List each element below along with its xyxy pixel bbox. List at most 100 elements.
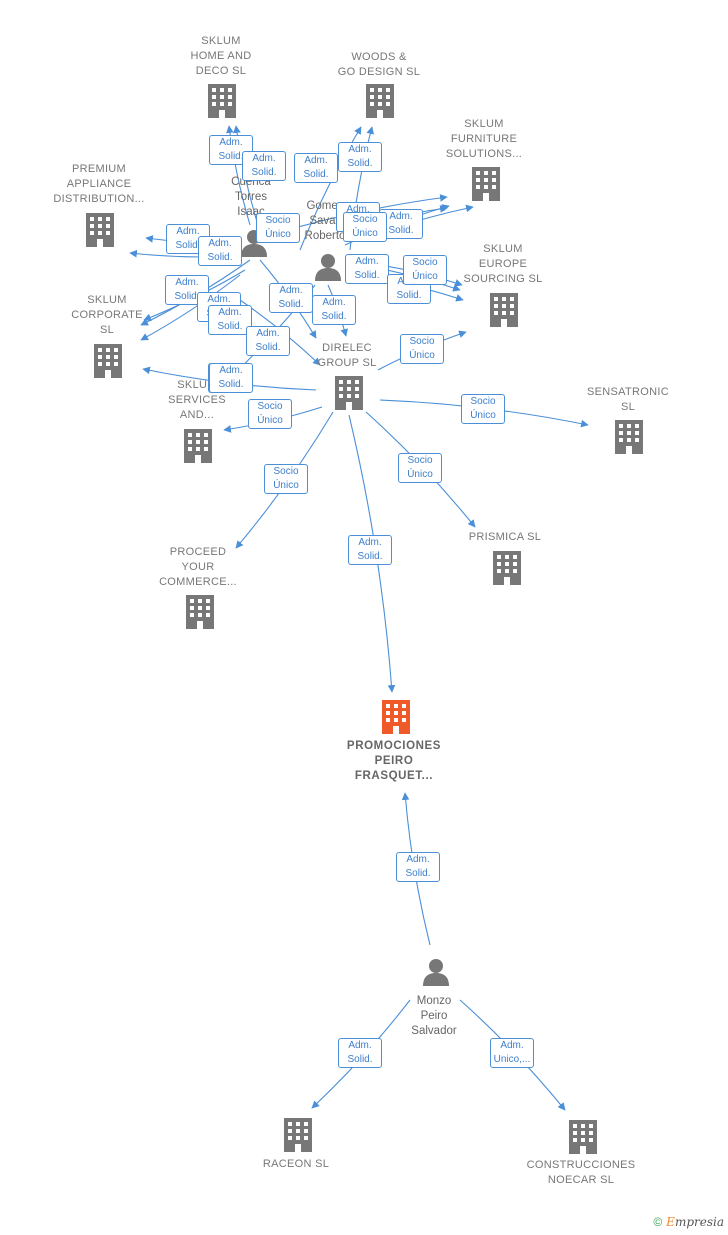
edge-badge-gomez-woods-b[interactable]: Adm.Solid.	[338, 142, 382, 172]
edge-badge-line: Solid.	[278, 299, 304, 310]
edge-badge-line: Adm.	[279, 285, 303, 296]
edge-badge-line: Único	[407, 469, 433, 480]
edge-badge-line: Único	[273, 480, 299, 491]
building-icon[interactable]	[335, 376, 363, 410]
edge-badge-line: Único	[257, 415, 283, 426]
building-icon[interactable]	[490, 293, 518, 327]
building-icon[interactable]	[366, 84, 394, 118]
edge-badge-line: Adm.	[175, 277, 199, 288]
node-label-line: Savall	[309, 215, 341, 227]
edge-badge-direlec-promociones[interactable]: Adm.Solid.	[348, 535, 392, 565]
node-label-prismica[interactable]: PRISMICA SL	[455, 530, 555, 545]
building-icon[interactable]	[472, 167, 500, 201]
edge-badge-line: Único	[470, 410, 496, 421]
edge-badge-cuenca-premium-b[interactable]: Adm.Solid.	[198, 236, 242, 266]
edge-badge-gomez-sklum_services-a[interactable]: Adm. Solid.	[269, 283, 313, 313]
edge-badge-line: Único	[412, 271, 438, 282]
copyright-symbol: ©	[653, 1215, 663, 1229]
building-icon[interactable]	[186, 595, 214, 629]
edge-badge-monzo-noecar[interactable]: Adm.Unico,...	[490, 1038, 534, 1068]
node-label-line: PRISMICA SL	[468, 531, 542, 543]
edge-badge-line: Adm.	[176, 226, 200, 237]
edge-badge-line: Solid.	[218, 379, 244, 390]
building-icon[interactable]	[94, 344, 122, 378]
edge-badge-monzo-raceon[interactable]: Adm.Solid.	[338, 1038, 382, 1068]
edge-badge-cuenca-sklum_corporate-a[interactable]: Adm.Solid.	[165, 275, 209, 305]
building-icon[interactable]	[493, 551, 521, 585]
edge-badge-line: Socio	[407, 455, 433, 466]
node-label-line: WOODS &	[351, 51, 407, 63]
edge-badge-gomez-sklum_europe-a[interactable]: Adm.Solid.	[345, 254, 389, 284]
node-label-line: GROUP SL	[317, 357, 377, 369]
node-label-line: SOLUTIONS...	[445, 148, 523, 160]
node-label-line: SKLUM	[87, 294, 127, 306]
node-label-line: SERVICES	[168, 394, 226, 406]
node-label-line: SKLUM	[483, 243, 523, 255]
edge-badge-line: Socio	[257, 401, 283, 412]
edge-badge-cuenca-sklum_home-b[interactable]: Adm.Solid.	[242, 151, 286, 181]
edge-badge-line: Socio	[352, 214, 378, 225]
node-label-line: FURNITURE	[450, 133, 518, 145]
node-label-line: Peiro	[420, 1010, 448, 1022]
edge-badge-line: Adm.	[207, 294, 231, 305]
node-label-line: RACEON SL	[262, 1158, 330, 1170]
edge-badge-line: Único	[265, 229, 291, 240]
edge-badge-cuenca-direlec[interactable]: Adm.Solid.	[209, 363, 253, 393]
edge-badge-line: Adm.	[219, 137, 243, 148]
building-icon[interactable]	[284, 1118, 312, 1152]
edge-badge-line: Socio	[409, 336, 435, 347]
node-label-line: SKLUM	[177, 379, 217, 391]
node-label-raceon[interactable]: RACEON SL	[246, 1157, 346, 1172]
edge-badge-cuenca-sklum_corporate-c[interactable]: Adm.Solid.	[208, 305, 252, 335]
node-label-line: GO DESIGN SL	[337, 66, 421, 78]
edge-badge-line: Adm.	[218, 307, 242, 318]
edge-badge-line: Adm.	[304, 155, 328, 166]
edge-badge-line: Adm.	[208, 238, 232, 249]
person-icon[interactable]	[423, 959, 449, 986]
edge-badge-line: Adm.	[348, 144, 372, 155]
edge-badge-monzo-promociones[interactable]: Adm.Solid.	[396, 852, 440, 882]
edge-badge-line: Adm.	[348, 1040, 372, 1051]
node-label-line: COMMERCE...	[159, 576, 237, 588]
building-icon[interactable]	[382, 700, 410, 734]
node-label-line: Salvador	[411, 1025, 457, 1037]
edge-badge-gomez-direlec-b[interactable]: Adm.Solid.	[246, 326, 290, 356]
edge-badge-line: Socio	[412, 257, 438, 268]
building-icon[interactable]	[615, 420, 643, 454]
edge-badge-gomez-woods-a[interactable]: Adm.Solid.	[294, 153, 338, 183]
node-label-line: YOUR	[181, 561, 215, 573]
edge-badge-line: Adm.	[406, 854, 430, 865]
building-icon[interactable]	[86, 213, 114, 247]
node-label-line: SOURCING SL	[463, 273, 543, 285]
building-icon[interactable]	[184, 429, 212, 463]
edge-badge-gomez-direlec-a[interactable]: Adm.Solid.	[312, 295, 356, 325]
node-label-line: AND...	[179, 409, 215, 421]
edge-badge-line: Solid.	[251, 167, 277, 178]
building-icon[interactable]	[208, 84, 236, 118]
node-label-woods[interactable]: WOODS & GO DESIGN SL	[324, 50, 434, 80]
node-label-sklum_services[interactable]: SKLUM SERVICES AND...	[157, 378, 237, 423]
building-icon[interactable]	[569, 1120, 597, 1154]
person-icon[interactable]	[315, 254, 341, 281]
